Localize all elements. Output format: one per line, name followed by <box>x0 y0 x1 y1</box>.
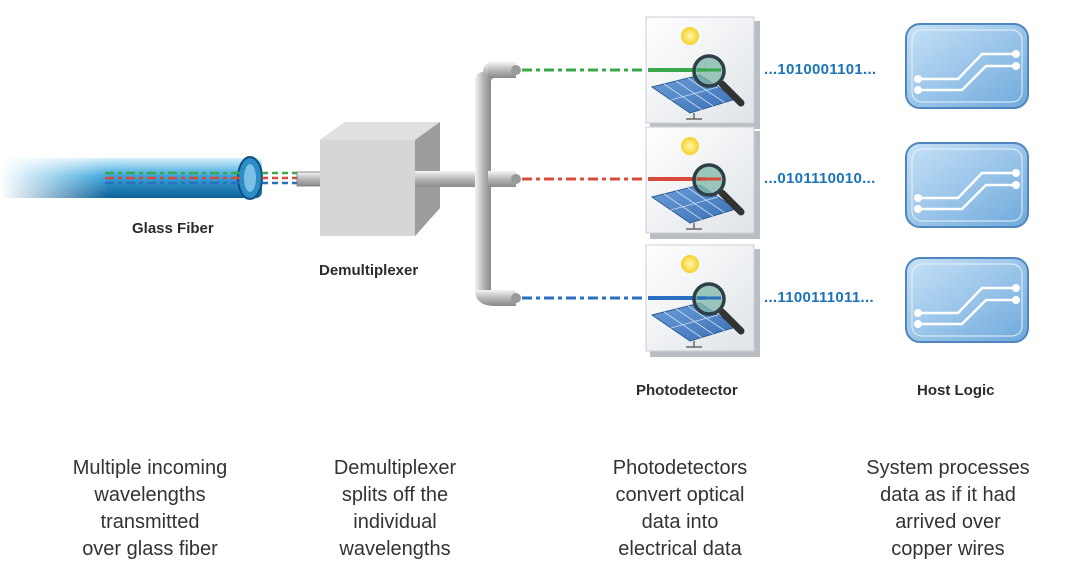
description-demux-line: Demultiplexer <box>333 457 457 479</box>
description-demux-line: wavelengths <box>339 538 451 560</box>
demultiplexer-box <box>320 122 440 236</box>
description-fiber-line: Multiple incoming <box>72 457 228 479</box>
description-host-line: System processes <box>866 457 1030 479</box>
description-demux: Demultiplexer splits off the individual … <box>290 455 500 563</box>
description-photodetector-line: convert optical <box>615 484 745 506</box>
host-logic-board-2 <box>905 142 1029 228</box>
host-logic-board-1 <box>905 23 1029 109</box>
description-photodetector-line: data into <box>641 511 719 533</box>
magnifier-icon <box>692 163 745 216</box>
magnifier-icon <box>692 54 745 107</box>
photodetectors <box>645 16 760 357</box>
description-host-line: copper wires <box>891 538 1005 560</box>
bitstream-green: ...1010001101... <box>764 61 877 78</box>
description-fiber-line: wavelengths <box>94 484 206 506</box>
demux-branch-pipes <box>415 62 521 306</box>
bitstream-red: ...0101110010... <box>764 170 876 187</box>
host-logic-boards <box>905 23 1029 343</box>
photodetector-blue <box>645 244 760 357</box>
photodetector-red <box>645 126 760 239</box>
description-photodetector: Photodetectors convert optical data into… <box>575 455 785 563</box>
description-demux-line: individual <box>353 511 437 533</box>
description-fiber-line: over glass fiber <box>82 538 218 560</box>
solar-panel-icon <box>650 302 738 348</box>
description-host-line: arrived over <box>895 511 1001 533</box>
glass-fiber-label: Glass Fiber <box>132 220 214 237</box>
photodetector-green <box>645 16 760 129</box>
description-demux-line: splits off the <box>341 484 449 506</box>
description-photodetector-line: Photodetectors <box>612 457 748 479</box>
sun-icon <box>681 27 699 45</box>
description-host-line: data as if it had <box>880 484 1016 506</box>
host-logic-label: Host Logic <box>917 382 995 399</box>
host-logic-board-3 <box>905 257 1029 343</box>
sun-icon <box>681 137 699 155</box>
magnifier-icon <box>692 282 745 335</box>
description-fiber-line: transmitted <box>100 511 200 533</box>
sun-icon <box>681 255 699 273</box>
description-host: System processes data as if it had arriv… <box>843 455 1053 563</box>
description-photodetector-line: electrical data <box>618 538 742 560</box>
demultiplexer-label: Demultiplexer <box>319 262 419 279</box>
description-fiber: Multiple incoming wavelengths transmitte… <box>45 455 255 563</box>
bitstream-blue: ...1100111011... <box>764 289 874 306</box>
glass-fiber <box>0 152 326 204</box>
photodetector-label: Photodetector <box>636 382 738 399</box>
